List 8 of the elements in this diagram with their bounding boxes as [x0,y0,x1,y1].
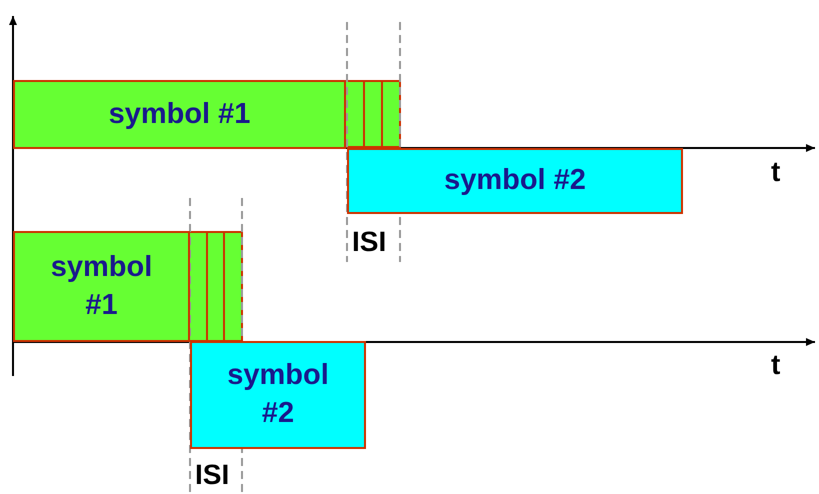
axis-label: t [771,351,780,379]
symbol-box: symbol #1 [13,80,346,149]
symbol-box: symbol #2 [190,341,366,449]
isi-label: ISI [195,461,230,489]
axis-label: t [771,158,780,186]
symbol-box: symbol #2 [347,148,683,214]
symbol-box: symbol #1 [13,231,190,342]
isi-label: ISI [352,228,386,256]
